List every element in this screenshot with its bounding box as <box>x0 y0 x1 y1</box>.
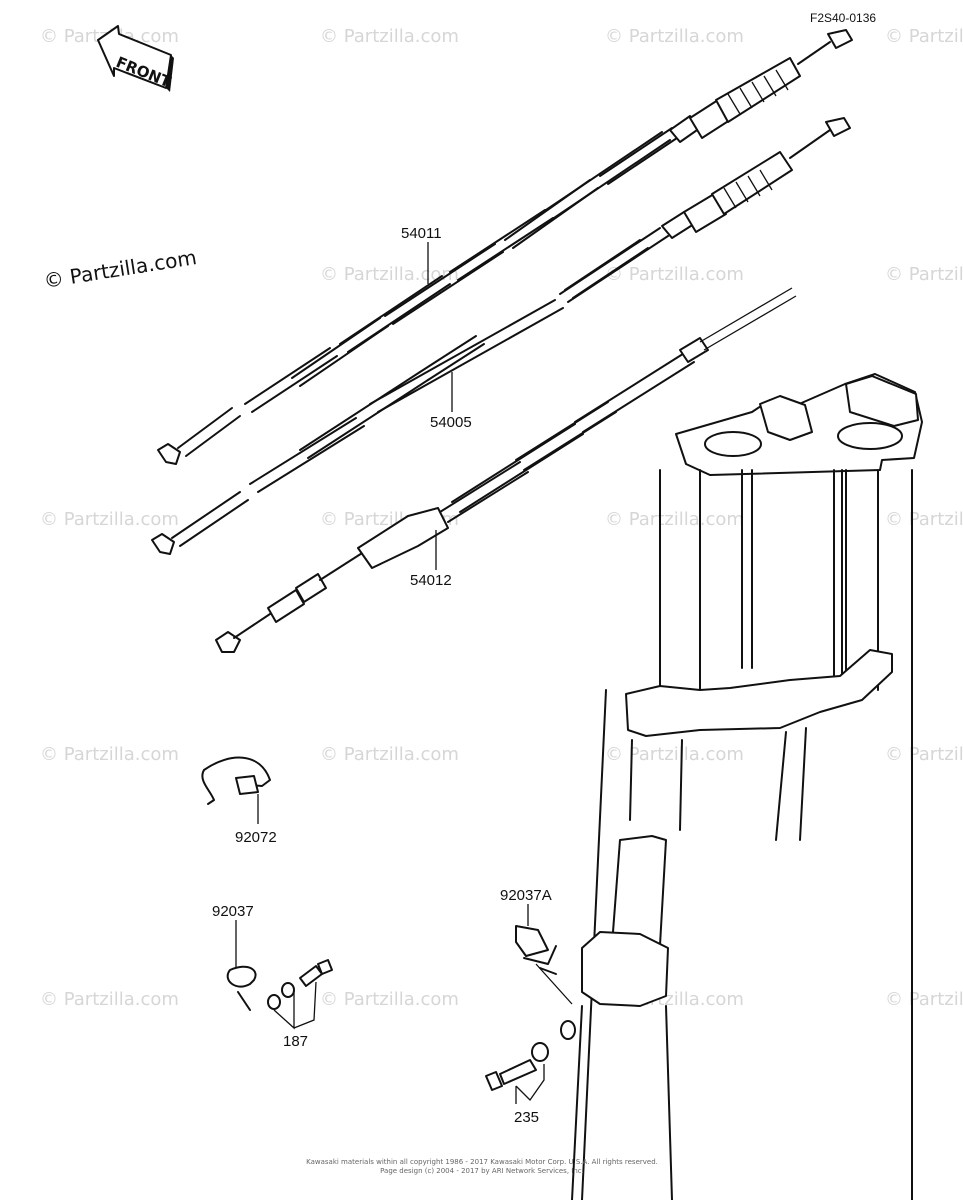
watermark: © Partzilla.com <box>42 245 198 293</box>
bolt-235-drawing <box>485 1042 549 1091</box>
clamp-92037-drawing <box>226 959 333 1011</box>
part-label-92037: 92037 <box>212 903 254 920</box>
watermark: © Partzilla.com <box>40 744 179 765</box>
part-label-187: 187 <box>283 1033 308 1050</box>
copyright-line: Kawasaki materials within all copyright … <box>306 1158 658 1166</box>
watermark: © Partzilla.com <box>885 509 963 530</box>
watermark: © Partzilla.com <box>885 989 963 1010</box>
watermark: © Partzilla.com <box>320 26 459 47</box>
cable-54011-drawing <box>157 29 853 465</box>
part-label-54011: 54011 <box>401 225 442 242</box>
watermark: © Partzilla.com <box>40 989 179 1010</box>
watermark: © Partzilla.com <box>605 744 744 765</box>
clamp-92072-drawing <box>201 756 271 805</box>
clip-92037a-drawing <box>515 925 576 1040</box>
watermark: © Partzilla.com <box>40 509 179 530</box>
watermark-layer: © Partzilla.com © Partzilla.com © Partzi… <box>40 26 963 1010</box>
part-label-92072: 92072 <box>235 829 277 846</box>
watermark: © Partzilla.com <box>320 264 459 285</box>
watermark: © Partzilla.com <box>885 744 963 765</box>
reference-code: F2S40-0136 <box>810 11 876 25</box>
design-credit-line: Page design (c) 2004 - 2017 by ARI Netwo… <box>380 1167 584 1175</box>
watermark: © Partzilla.com <box>605 509 744 530</box>
watermark: © Partzilla.com <box>320 989 459 1010</box>
watermark: © Partzilla.com <box>885 26 963 47</box>
watermark: © Partzilla.com <box>320 744 459 765</box>
front-arrow-icon: FRONT <box>97 25 174 92</box>
watermark: © Partzilla.com <box>605 26 744 47</box>
part-label-235: 235 <box>514 1109 539 1126</box>
cable-54005-drawing <box>151 117 851 555</box>
watermark: © Partzilla.com <box>885 264 963 285</box>
watermark: © Partzilla.com <box>605 264 744 285</box>
part-label-92037a: 92037A <box>500 887 552 904</box>
leader-lines <box>235 242 573 1104</box>
front-fork-drawing <box>571 373 923 1200</box>
watermark-tilted: © Partzilla.com <box>42 245 198 293</box>
cable-54012-drawing <box>215 287 797 653</box>
part-label-54005: 54005 <box>430 414 472 431</box>
part-label-54012: 54012 <box>410 572 452 589</box>
